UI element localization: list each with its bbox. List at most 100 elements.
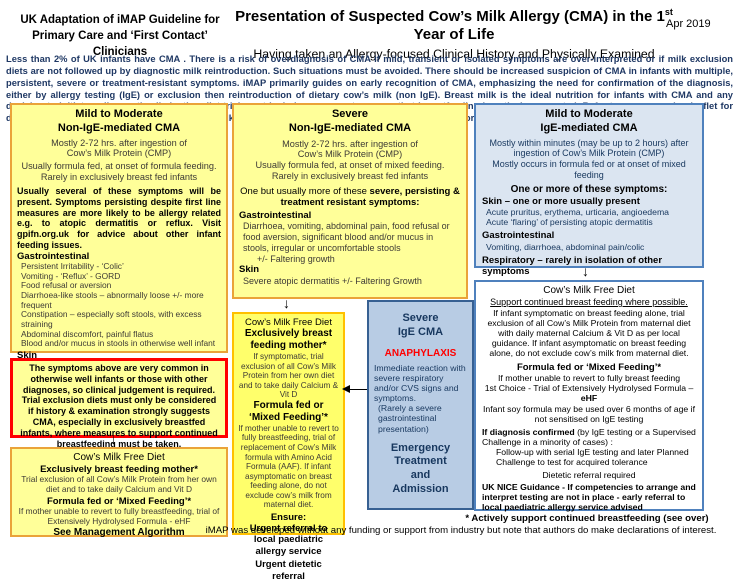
severe-non-ige-timing2: Cow’s Milk Protein (CMP)	[297, 149, 403, 160]
mild-non-ige-title2: Non-IgE-mediated CMA	[57, 121, 181, 134]
support-breastfeeding-text: If infant symptomatic on breast feeding …	[487, 307, 691, 359]
diagnosis-confirmed-text: If diagnosis confirmed (by IgE testing o…	[482, 427, 696, 447]
severe-ige-title1: Severe	[402, 312, 439, 324]
skin-heading: Skin	[17, 350, 38, 362]
formula-heading: Formula fed or ‘Mixed Feeding’*	[46, 495, 192, 507]
note-pre: One but usually more of these	[240, 185, 370, 197]
formula-text: If mother unable to revert to fully brea…	[238, 423, 339, 510]
emergency-line4: Admission	[392, 482, 449, 495]
down-arrow-icon: ↓	[110, 431, 117, 447]
symptoms-heading: One or more of these symptoms:	[510, 183, 668, 195]
gi-heading: Gastrointestinal	[482, 230, 555, 242]
gi-item: Vomiting - ‘Reflux’ - GORD	[21, 270, 121, 281]
down-arrow-icon: ↓	[283, 295, 290, 311]
severe-non-ige-feed1: Usually formula fed, at onset of mixed f…	[255, 160, 445, 171]
mild-non-ige-timing2: Cow’s Milk Protein (CMP)	[66, 148, 172, 159]
page-header: Presentation of Suspected Cow’s Milk All…	[224, 7, 684, 61]
mild-ige-timing3: Mostly occurs in formula fed or at onset…	[492, 159, 686, 180]
diagnosis-confirmed-bold: If diagnosis confirmed	[482, 426, 575, 437]
breastfeeding-text: If symptomatic, trial exclusion of all C…	[238, 352, 339, 400]
mild-ige-box: Mild to Moderate IgE-mediated CMA Mostly…	[474, 103, 704, 288]
severe-non-ige-box: Severe Non-IgE-mediated CMA Mostly 2-72 …	[232, 103, 468, 299]
skin-item: Acute pruritus, erythema, urticaria, ang…	[486, 207, 670, 218]
note-bold: severe, persisting & treatment resistant	[280, 185, 460, 209]
gi-item: Vomiting, diarrhoea, abdominal pain/coli…	[486, 241, 645, 252]
emergency-line3: and	[410, 469, 431, 482]
severe-non-ige-feed2: Rarely in exclusively breast fed infants	[271, 171, 429, 182]
formula-line3: Infant soy formula may be used over 6 mo…	[483, 403, 695, 424]
emergency-line2: Treatment	[394, 455, 447, 468]
breastfeeding-heading: Exclusively breast feeding mother*	[244, 328, 333, 352]
guideline-source-heading: UK Adaptation of iMAP Guideline for Prim…	[12, 12, 228, 60]
diet-title: Cow’s Milk Free Diet	[543, 285, 635, 296]
gi-text: Diarrhoea, vomiting, abdominal pain, foo…	[243, 221, 450, 253]
formula-heading: Formula fed or ‘Mixed Feeding’*	[516, 361, 662, 373]
down-arrow-icon: ↓	[582, 263, 589, 279]
nice-guidance-text: UK NICE Guidance - If competencies to ar…	[482, 481, 696, 513]
dietetic-referral-text: Dietetic referral required	[542, 469, 636, 480]
anaphylaxis-label: ANAPHYLAXIS	[384, 347, 457, 359]
gi-item: Persistent Irritability - ‘Colic’	[21, 261, 124, 272]
formula-line2-pre: 1st Choice - Trial of Extensively Hydrol…	[484, 383, 694, 394]
diet-title: Cow’s Milk Free Diet	[245, 317, 332, 328]
see-management-algorithm-label: See Management Algorithm	[53, 527, 185, 539]
formula-text: If mother unable to revert to fully brea…	[18, 506, 220, 526]
mild-ige-diet-box: Cow’s Milk Free Diet Support continued b…	[474, 280, 704, 513]
clinical-judgement-warning-text: The symptoms above are very common in ot…	[20, 363, 218, 449]
gi-item: Abdominal discomfort, painful flatus	[21, 328, 154, 339]
guideline-source-line1: UK Adaptation of iMAP Guideline for	[20, 14, 220, 26]
connector-line	[349, 389, 370, 390]
skin-item: Acute ‘flaring’ of persisting atopic der…	[486, 217, 653, 228]
mild-ige-timing2: ingestion of Cow’s Milk Protein (CMP)	[513, 148, 665, 159]
gi-heading: Gastrointestinal	[17, 250, 90, 262]
severe-ige-box: Severe IgE CMA ANAPHYLAXIS Immediate rea…	[367, 300, 474, 510]
breastfeeding-text: Trial exclusion of all Cow’s Milk Protei…	[21, 474, 217, 495]
breastfeeding-heading: Exclusively breast feeding mother*	[40, 464, 198, 475]
page-title-ordinal: st	[664, 7, 673, 17]
page-subtitle: Having taken an Allergy-focused Clinical…	[253, 47, 655, 61]
imap-disclaimer: iMAP was developed without any funding o…	[205, 525, 717, 536]
mild-ige-title1: Mild to Moderate	[545, 108, 633, 120]
severe-non-ige-title2: Non-IgE-mediated CMA	[288, 121, 412, 134]
severe-ige-title2: IgE CMA	[397, 325, 444, 338]
followup-text: Follow-up with serial IgE testing and la…	[496, 447, 689, 468]
formula-line2-ehf: eHF	[580, 393, 598, 404]
ensure-heading: Ensure:	[270, 511, 307, 523]
diagnosis-confirmed-rest: (by IgE testing or a Supervised Challeng…	[482, 426, 696, 448]
page-title: Presentation of Suspected Cow’s Milk All…	[224, 7, 684, 44]
mild-ige-title2: IgE-mediated CMA	[540, 121, 638, 134]
skin-heading: Skin	[239, 264, 260, 276]
severe-non-ige-title1: Severe	[331, 108, 369, 120]
severe-non-ige-note: One but usually more of these severe, pe…	[239, 186, 461, 209]
mild-non-ige-box: Mild to Moderate Non-IgE-mediated CMA Mo…	[10, 103, 228, 389]
formula-line1: If mother unable to revert to fully brea…	[497, 373, 681, 384]
anaphylaxis-description2: (Rarely a severe gastrointestinal presen…	[378, 403, 442, 434]
emergency-line1: Emergency	[390, 441, 451, 454]
mild-non-ige-timing1: Mostly 2-72 hrs. after ingestion of	[51, 137, 187, 148]
respiratory-heading: Respiratory – rarely in isolation of oth…	[482, 254, 663, 278]
mild-ige-timing1: Mostly within minutes (may be up to 2 ho…	[489, 137, 689, 148]
formula-heading: Formula fed or ‘Mixed Feeding’*	[249, 399, 328, 423]
breastfeeding-footnote: * Actively support continued breastfeedi…	[465, 513, 709, 524]
gi-item: Food refusal or aversion	[21, 280, 112, 291]
mild-non-ige-feed1: Usually formula fed, at onset of formula…	[21, 161, 217, 172]
skin-heading: Skin – one or more usually present	[482, 195, 640, 207]
guideline-source-line2: Primary Care and ‘First Contact’ Clinici…	[32, 30, 208, 59]
anaphylaxis-description: Immediate reaction with severe respirato…	[374, 362, 466, 404]
clinical-judgement-warning-box: The symptoms above are very common in ot…	[10, 358, 228, 449]
note-post: symptoms:	[366, 197, 420, 209]
diet-title: Cow’s Milk Free Diet	[73, 452, 165, 463]
gi-heading: Gastrointestinal	[239, 209, 312, 221]
page-title-tail: Year of Life	[413, 26, 495, 43]
gi-item: Constipation – especially soft stools, w…	[21, 309, 202, 330]
date-stamp: Apr 2019	[666, 18, 711, 30]
mild-non-ige-title1: Mild to Moderate	[75, 108, 163, 120]
support-breastfeeding-underline: Support continued breast feeding where p…	[490, 297, 688, 307]
page-title-text: Presentation of Suspected Cow’s Milk All…	[235, 8, 665, 25]
skin-text: Severe atopic dermatitis +/- Faltering G…	[243, 275, 422, 286]
formula-line2: 1st Choice - Trial of Extensively Hydrol…	[482, 383, 696, 403]
severe-non-ige-diet-box: Cow’s Milk Free Diet Exclusively breast …	[232, 312, 345, 582]
severe-non-ige-timing1: Mostly 2-72 hrs. after ingestion of	[282, 138, 418, 149]
gi-item: Blood and/or mucus in stools in otherwis…	[21, 338, 216, 349]
mild-non-ige-note: Usually several of these symptoms will b…	[17, 185, 221, 250]
